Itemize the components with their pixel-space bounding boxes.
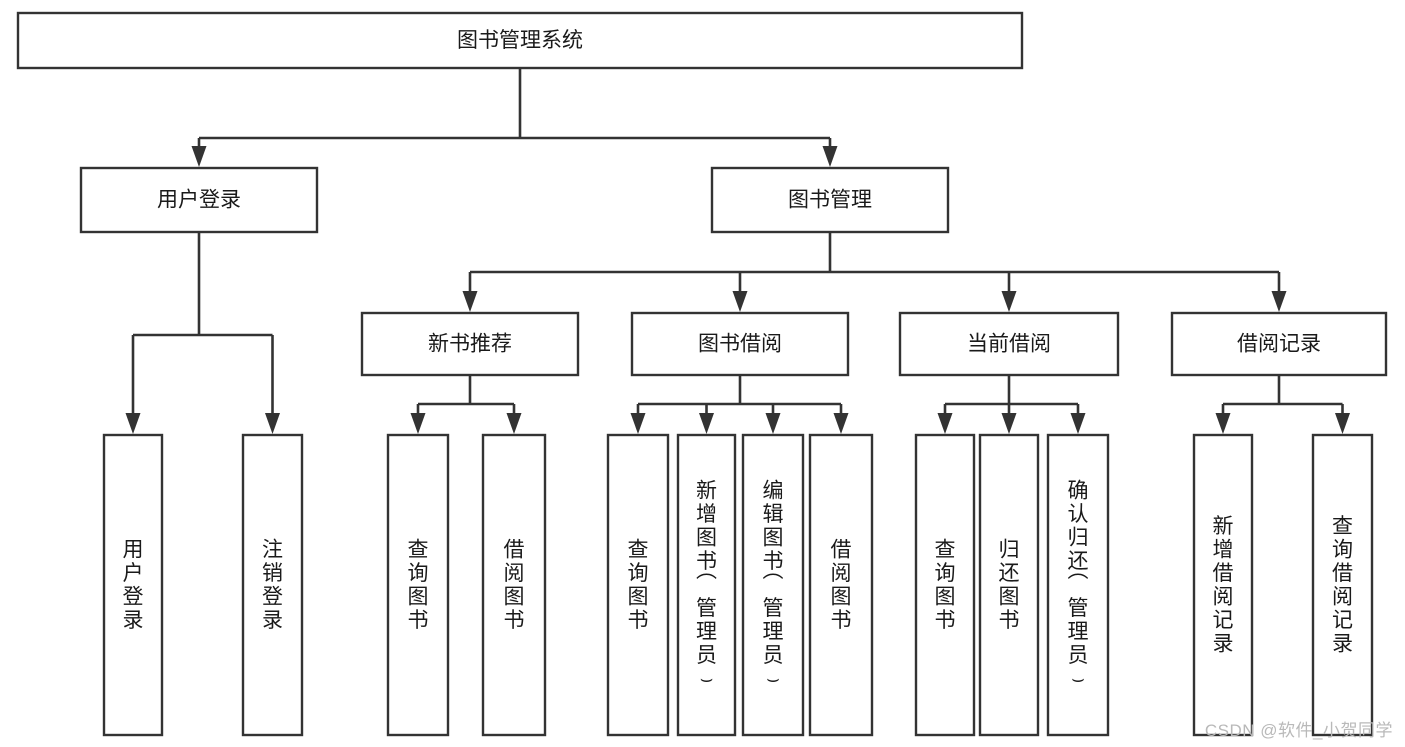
node-label: 新增借阅记录	[1213, 515, 1234, 656]
arrow-head-icon	[630, 413, 646, 434]
node-box	[241, 433, 304, 737]
node-box	[102, 433, 164, 737]
node-label: 查询图书	[935, 538, 956, 632]
arrow-head-icon	[699, 413, 714, 434]
node-label: 确认归还⌒管理员⌣	[1068, 480, 1089, 691]
node-box	[1170, 311, 1388, 377]
node-records[interactable]: 借阅记录	[1170, 311, 1388, 377]
node-label: 注销登录	[262, 538, 283, 632]
node-label: 用户登录	[123, 538, 144, 632]
node-leaf-rec-query[interactable]: 查询借阅记录	[1311, 433, 1374, 737]
node-box	[710, 166, 950, 234]
arrow-head-icon	[462, 291, 478, 312]
node-box	[808, 433, 874, 737]
node-leaf-bw-borrow[interactable]: 借阅图书	[808, 433, 874, 737]
arrow-head-icon	[410, 413, 426, 434]
node-label: 图书管理系统	[457, 29, 583, 52]
arrow-head-icon	[1070, 413, 1086, 434]
node-box	[914, 433, 976, 737]
arrow-head-icon	[1335, 413, 1350, 434]
arrow-head-icon	[765, 413, 781, 434]
node-leaf-bw-add[interactable]: 新增图书⌒管理员⌣	[676, 433, 737, 737]
arrow-head-icon	[1215, 413, 1231, 434]
arrow-head-icon	[191, 146, 207, 167]
node-leaf-cur-return[interactable]: 归还图书	[978, 433, 1040, 737]
arrow-head-icon	[1271, 291, 1287, 312]
node-label: 用户登录	[157, 189, 241, 212]
node-box	[978, 433, 1040, 737]
node-label: 查询借阅记录	[1332, 515, 1353, 656]
node-label: 当前借阅	[967, 333, 1051, 356]
node-login[interactable]: 用户登录	[79, 166, 319, 234]
node-box	[606, 433, 670, 737]
node-box	[481, 433, 547, 737]
node-leaf-bw-edit[interactable]: 编辑图书⌒管理员⌣	[741, 433, 805, 737]
node-label: 编辑图书⌒管理员⌣	[763, 480, 784, 691]
node-leaf-nb-borrow[interactable]: 借阅图书	[481, 433, 547, 737]
node-box	[898, 311, 1120, 377]
node-leaf-cur-confirm[interactable]: 确认归还⌒管理员⌣	[1046, 433, 1110, 737]
node-newbook[interactable]: 新书推荐	[360, 311, 580, 377]
node-box	[741, 433, 805, 737]
node-label: 归还图书	[999, 538, 1020, 632]
node-current[interactable]: 当前借阅	[898, 311, 1120, 377]
node-box	[360, 311, 580, 377]
node-leaf-nb-query[interactable]: 查询图书	[386, 433, 450, 737]
node-leaf-user-logout[interactable]: 注销登录	[241, 433, 304, 737]
node-box	[16, 11, 1024, 70]
node-leaf-user-login[interactable]: 用户登录	[102, 433, 164, 737]
node-label: 查询图书	[628, 538, 649, 632]
arrow-head-icon	[732, 291, 748, 312]
node-label: 查询图书	[408, 538, 429, 632]
node-label: 借阅图书	[504, 538, 525, 632]
node-box	[1311, 433, 1374, 737]
nodes-layer: 图书管理系统用户登录图书管理新书推荐图书借阅当前借阅借阅记录用户登录注销登录查询…	[16, 11, 1388, 737]
node-leaf-bw-query[interactable]: 查询图书	[606, 433, 670, 737]
node-label: 图书借阅	[698, 333, 782, 356]
arrow-head-icon	[506, 413, 522, 434]
node-leaf-rec-add[interactable]: 新增借阅记录	[1192, 433, 1254, 737]
arrow-head-icon	[125, 413, 141, 434]
node-borrow[interactable]: 图书借阅	[630, 311, 850, 377]
node-leaf-cur-query[interactable]: 查询图书	[914, 433, 976, 737]
node-label: 借阅记录	[1237, 333, 1321, 356]
node-root[interactable]: 图书管理系统	[16, 11, 1024, 70]
arrow-head-icon	[1001, 291, 1017, 312]
node-box	[79, 166, 319, 234]
arrow-head-icon	[937, 413, 953, 434]
node-box	[630, 311, 850, 377]
node-label: 新增图书⌒管理员⌣	[696, 480, 717, 691]
node-box	[1192, 433, 1254, 737]
node-box	[1046, 433, 1110, 737]
edges-layer	[125, 68, 1350, 434]
arrow-head-icon	[265, 413, 280, 434]
arrow-head-icon	[1001, 413, 1017, 434]
arrow-head-icon	[833, 413, 849, 434]
csdn-watermark: CSDN @软件_小贺同学	[1204, 721, 1393, 740]
node-bookmgmt[interactable]: 图书管理	[710, 166, 950, 234]
node-box	[386, 433, 450, 737]
node-label: 新书推荐	[428, 333, 512, 356]
node-label: 图书管理	[788, 189, 872, 212]
node-box	[676, 433, 737, 737]
arrow-head-icon	[822, 146, 838, 167]
node-label: 借阅图书	[831, 538, 852, 632]
